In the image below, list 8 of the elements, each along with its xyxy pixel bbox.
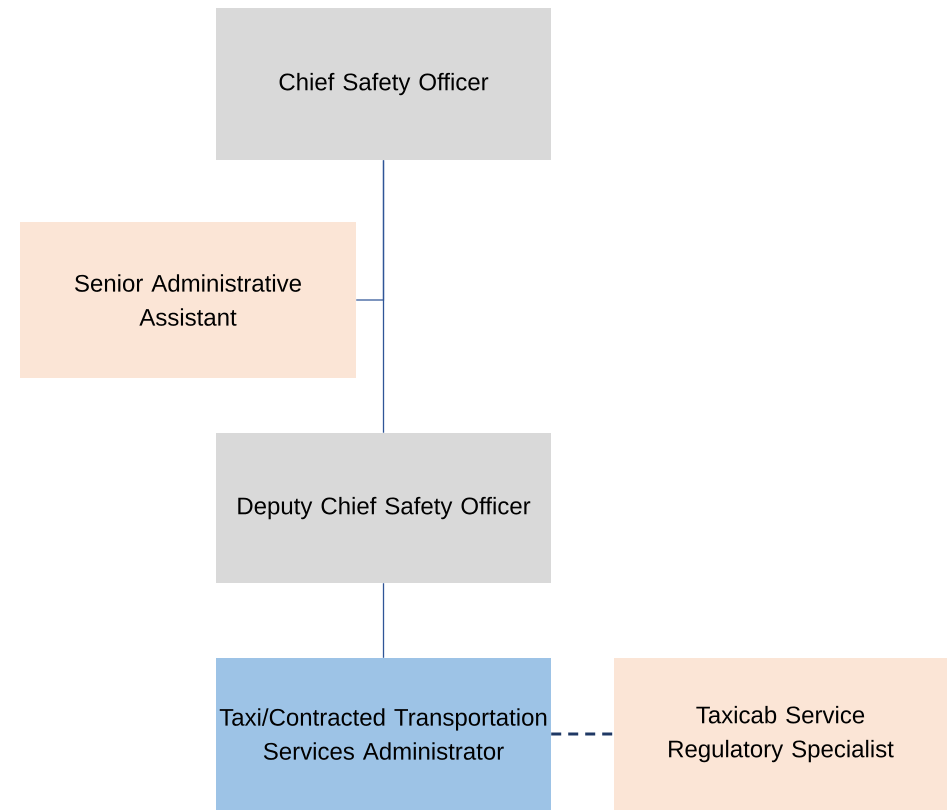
connector-line xyxy=(382,583,384,658)
title-box: Chief Safety Officer xyxy=(216,8,551,160)
title-box: Taxi/Contracted Transportation Services Administrator xyxy=(216,658,551,810)
connector-line xyxy=(356,160,384,301)
title-box: Senior Administrative Assistant xyxy=(20,222,356,378)
title-box: Taxicab Service Regulatory Specialist xyxy=(614,658,947,810)
connector-line xyxy=(551,732,614,736)
title-box: Deputy Chief Safety Officer xyxy=(216,433,551,583)
